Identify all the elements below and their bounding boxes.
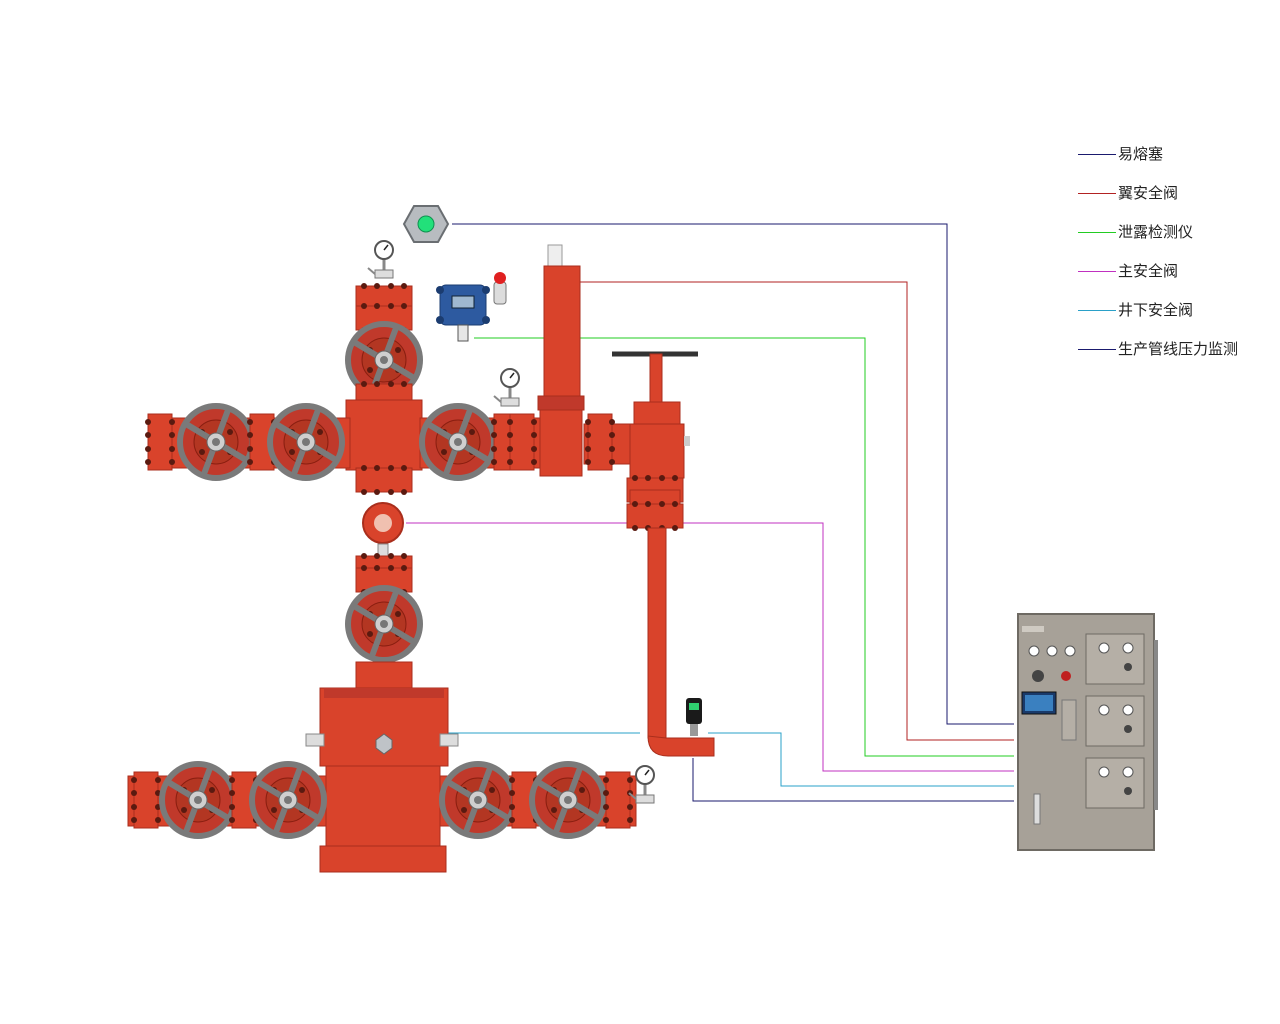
wing-safety-valve-line — [580, 281, 1014, 741]
downhole-safety-valve-line-2 — [708, 732, 1014, 787]
legend-label: 主安全阀 — [1118, 262, 1179, 280]
legend-label: 生产管线压力监测 — [1118, 340, 1239, 358]
choke-valve — [612, 351, 698, 532]
production-pipe — [647, 527, 715, 757]
legend-item-leak-detector: 泄露检测仪 — [1078, 221, 1268, 260]
legend-label: 易熔塞 — [1118, 145, 1164, 163]
legend-swatch — [1078, 310, 1116, 311]
leak-detector — [436, 272, 507, 342]
legend-item-downhole-safety-valve: 井下安全阀 — [1078, 299, 1268, 338]
top-gauge — [366, 239, 395, 280]
legend-label: 井下安全阀 — [1118, 301, 1194, 319]
control-cabinet — [1017, 613, 1158, 851]
legend-swatch — [1078, 232, 1116, 233]
signal-lines — [406, 223, 1014, 802]
master-safety-valve-line — [406, 522, 1014, 772]
legend-swatch — [1078, 193, 1116, 194]
upper-left-wing — [144, 406, 351, 478]
master-valve-stack — [305, 239, 459, 873]
legend-item-production-pressure: 生产管线压力监测 — [1078, 338, 1268, 377]
wing-safety-valve — [537, 244, 585, 477]
legend-swatch — [1078, 271, 1116, 272]
legend-item-wing-safety-valve: 翼安全阀 — [1078, 182, 1268, 221]
fusible-plug-line — [452, 223, 1014, 725]
lower-left-wing — [127, 764, 326, 836]
wing-safety-connector — [583, 413, 635, 471]
legend-label: 翼安全阀 — [1118, 184, 1179, 202]
legend-item-fusible-plug: 易熔塞 — [1078, 143, 1268, 182]
legend-label: 泄露检测仪 — [1118, 223, 1194, 241]
right-gauge — [492, 367, 521, 408]
legend-item-master-safety-valve: 主安全阀 — [1078, 260, 1268, 299]
legend-swatch — [1078, 154, 1116, 155]
legend: 易熔塞 翼安全阀 泄露检测仪 主安全阀 井下安全阀 生产管线压力监测 — [1078, 143, 1268, 377]
legend-swatch — [1078, 349, 1116, 350]
fusible-plug — [402, 205, 450, 243]
lower-right-wing — [440, 764, 656, 836]
upper-right-wing — [420, 367, 541, 478]
production-pressure-line — [692, 758, 1014, 802]
leak-detector-line — [474, 337, 1014, 757]
